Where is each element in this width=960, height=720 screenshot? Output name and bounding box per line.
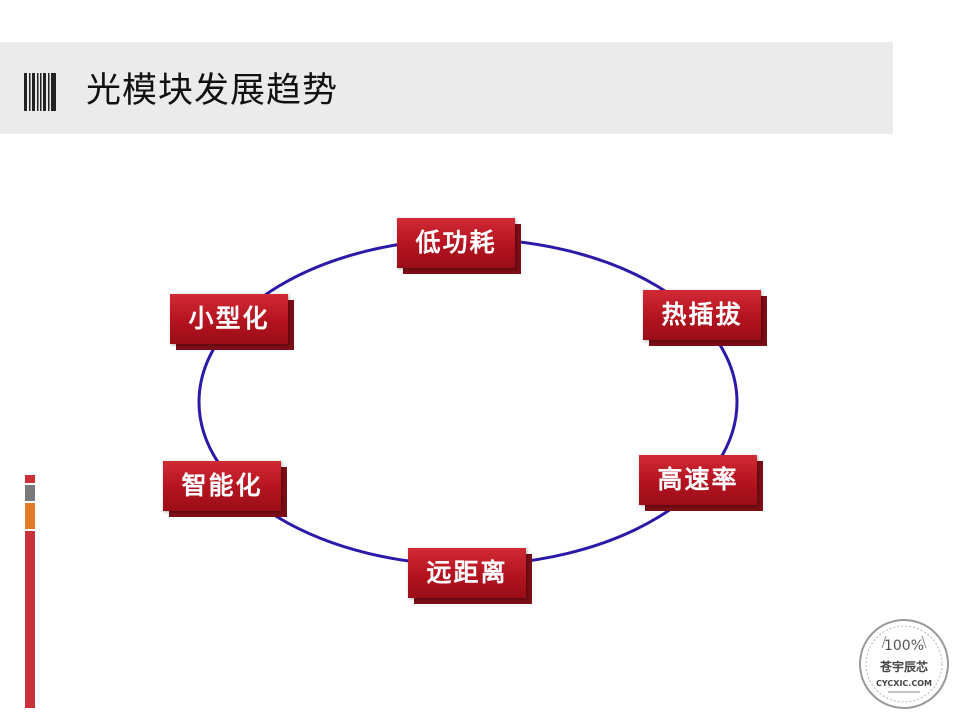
node-intelligent: 智能化: [163, 461, 287, 517]
node-high-rate: 高速率: [639, 455, 763, 511]
barcode-icon: [24, 73, 56, 111]
watermark-name: 苍宇辰芯: [879, 659, 928, 674]
watermark-site: CYCXIC.COM: [876, 679, 932, 688]
node-label: 低功耗: [397, 218, 515, 268]
node-label: 智能化: [163, 461, 281, 511]
node-label: 热插拔: [643, 290, 761, 340]
node-label: 高速率: [639, 455, 757, 505]
node-hot-swap: 热插拔: [643, 290, 767, 346]
node-miniaturized: 小型化: [170, 294, 294, 350]
title-bar: [0, 42, 893, 134]
watermark-percent: 100%: [884, 638, 924, 654]
node-long-distance: 远距离: [408, 548, 532, 604]
node-label: 小型化: [170, 294, 288, 344]
node-low-power: 低功耗: [397, 218, 521, 274]
page-title: 光模块发展趋势: [86, 71, 339, 111]
side-accent-strip: [25, 475, 35, 708]
watermark-stamp: 100% 苍宇辰芯 CYCXIC.COM: [859, 619, 949, 709]
node-label: 远距离: [408, 548, 526, 598]
